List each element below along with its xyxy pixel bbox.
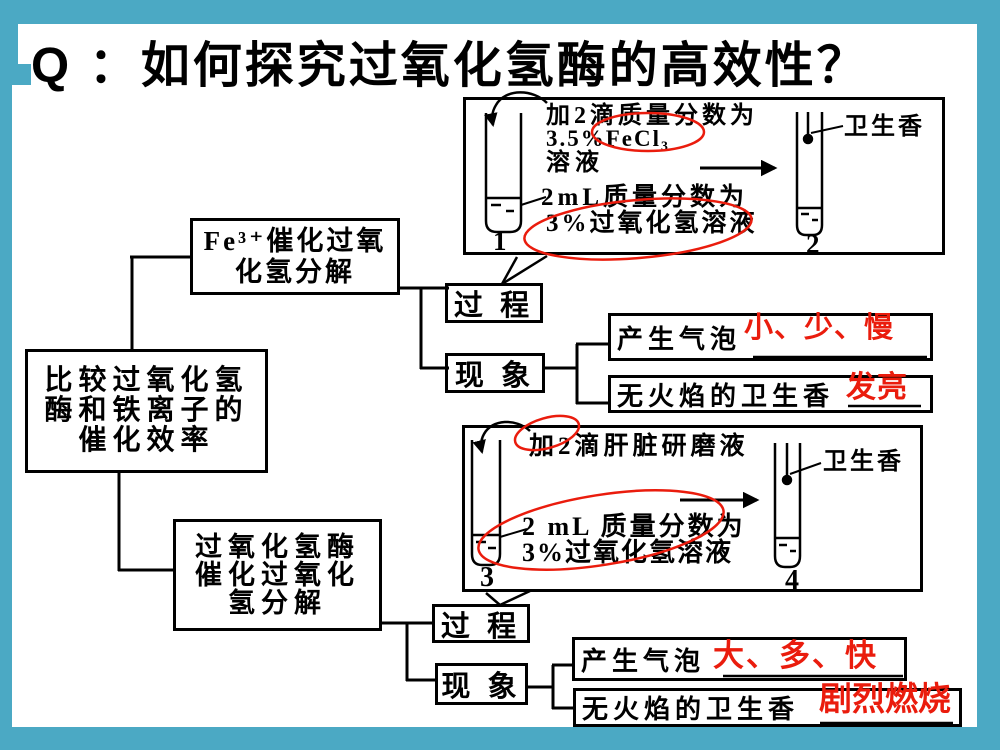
tube-number: 3 xyxy=(480,562,494,593)
result-box-fe-incense: 无火焰的卫生香 xyxy=(608,375,933,413)
diagram-text: 加2滴肝脏研磨液 xyxy=(529,433,749,460)
box-process-fe: 过 程 xyxy=(445,283,543,323)
box-compare-line: 比较过氧化氢 xyxy=(44,365,249,396)
test-tube-2 xyxy=(795,112,824,237)
answer-enzyme-bubbles: 大、多、快 xyxy=(713,638,878,673)
box-compare-goal: 比较过氧化氢 酶和铁离子的 催化效率 xyxy=(25,349,268,473)
pointer-line xyxy=(789,462,822,475)
result-box-enzyme-bubbles: 产生气泡 xyxy=(572,637,907,681)
incense-label: 卫生香 xyxy=(844,114,925,140)
result-label: 产生气泡 xyxy=(617,324,742,354)
result-label: 无火焰的卫生香 xyxy=(582,695,800,724)
result-box-enzyme-incense: 无火焰的卫生香 xyxy=(573,688,962,727)
diagram-text: 2 mL 质量分数为 xyxy=(522,512,746,541)
process-label: 过 程 xyxy=(453,290,535,322)
incense-tip-icon xyxy=(781,474,793,486)
diagram-text: 3%过氧化氢溶液 xyxy=(546,210,758,237)
diagram-text: 3%过氧化氢溶液 xyxy=(522,538,734,567)
callout-wedge-enzyme xyxy=(485,589,531,607)
tube-number: 1 xyxy=(493,226,507,256)
tube-number: 2 xyxy=(806,229,820,259)
callout-wedge-fe xyxy=(500,254,548,286)
result-label: 无火焰的卫生香 xyxy=(617,381,835,411)
box-process-enzyme: 过 程 xyxy=(432,604,530,643)
box-phenomenon-enzyme: 现 象 xyxy=(435,663,528,705)
answer-enzyme-incense: 剧烈燃烧 xyxy=(819,682,951,718)
diagram-text: 溶液 xyxy=(546,150,604,176)
pointer-line xyxy=(810,125,844,134)
box-fe-line: Fe³⁺催化过氧 xyxy=(203,225,387,256)
answer-fe-bubbles: 小、少、慢 xyxy=(744,312,895,344)
diagram-enzyme-experiment: 加2滴肝脏研磨液 2 mL 质量分数为 3%过氧化氢溶液 卫生香 3 4 xyxy=(462,425,923,596)
scan-edge-artifact xyxy=(12,64,31,85)
box-compare-line: 催化效率 xyxy=(78,425,215,456)
incense-label: 卫生香 xyxy=(823,449,904,475)
flow-connector-lines xyxy=(117,255,610,710)
diagram-fe-experiment: 加2滴质量分数为 3.5%FeCl₃ 溶液 2mL质量分数为 3%过氧化氢溶液 … xyxy=(463,97,945,259)
answer-fe-incense: 发亮 xyxy=(846,371,908,404)
result-box-fe-bubbles: 产生气泡 xyxy=(608,313,933,361)
scan-edge-artifact xyxy=(12,24,18,68)
box-phenomenon-fe: 现 象 xyxy=(445,353,545,393)
box-compare-line: 酶和铁离子的 xyxy=(44,395,249,426)
incense-tip-icon xyxy=(802,133,814,145)
box-fe-catalysis: Fe³⁺催化过氧 化氢分解 xyxy=(190,218,400,295)
box-enzyme-line: 过氧化氢酶 xyxy=(195,532,360,562)
box-enzyme-line: 催化过氧化 xyxy=(195,560,360,590)
result-label: 产生气泡 xyxy=(581,646,706,676)
tube-number: 4 xyxy=(785,565,799,596)
phenomenon-label: 现 象 xyxy=(441,671,522,703)
phenomenon-label: 现 象 xyxy=(454,360,536,392)
process-label: 过 程 xyxy=(440,610,522,643)
diagram-text: 3.5%FeCl₃ xyxy=(546,126,670,151)
diagram-text: 加2滴质量分数为 xyxy=(546,103,758,129)
page-title: Q ：如何探究过氧化氢酶的高效性？ xyxy=(31,39,869,93)
test-tube-1 xyxy=(484,113,523,234)
curved-drop-arrow-icon xyxy=(483,91,548,128)
test-tube-4 xyxy=(773,443,802,569)
box-enzyme-catalysis: 过氧化氢酶 催化过氧化 氢分解 xyxy=(173,519,382,631)
diagram-text: 2mL质量分数为 xyxy=(541,184,749,211)
box-fe-line: 化氢分解 xyxy=(235,256,355,287)
box-enzyme-line: 氢分解 xyxy=(228,588,327,618)
